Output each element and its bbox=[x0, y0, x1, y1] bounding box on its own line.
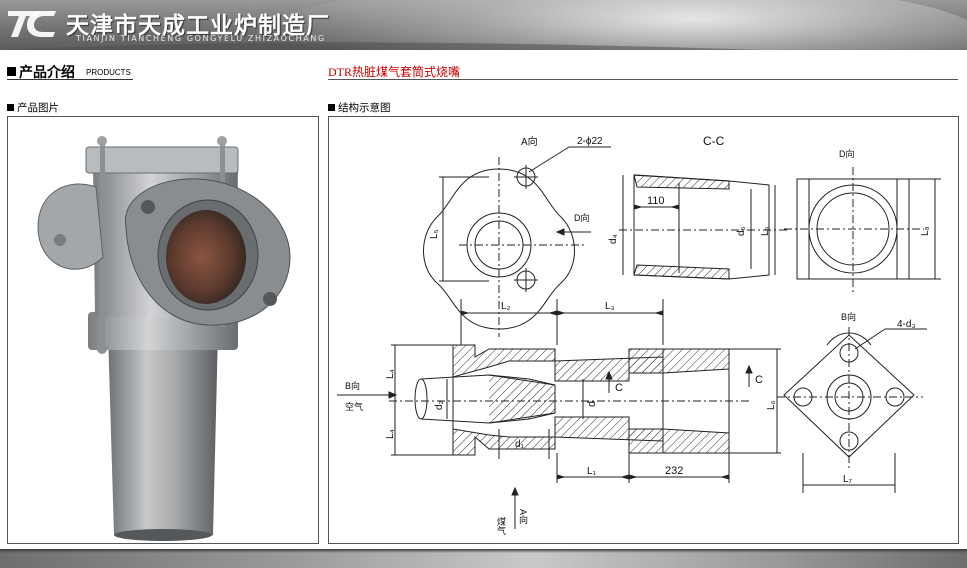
top-flange bbox=[85, 146, 239, 174]
footer-bar bbox=[0, 549, 967, 568]
label-gas: 煤气 bbox=[496, 516, 506, 535]
label-l7: L₇ bbox=[843, 474, 853, 485]
label-view-a: A向 bbox=[521, 135, 538, 148]
header-banner: 天津市天成工业炉制造厂 TIANJIN TIANCHENG GONGYELU Z… bbox=[0, 0, 967, 50]
label-section-cc: C-C bbox=[703, 134, 725, 148]
diagram-panel-label-text: 结构示意图 bbox=[338, 102, 391, 114]
product-photo-frame bbox=[7, 116, 319, 544]
section-title-en: PRODUCTS bbox=[86, 68, 131, 77]
label-l4-bottom: L₄ bbox=[385, 429, 396, 439]
label-l1: L₁ bbox=[587, 466, 597, 477]
company-logo bbox=[8, 11, 56, 37]
label-d2: d₂ bbox=[434, 400, 445, 410]
label-d1: d₁ bbox=[515, 439, 525, 450]
section-title-cn: 产品介绍 bbox=[19, 65, 75, 81]
label-l4-top: L₄ bbox=[385, 369, 396, 379]
label-view-b: B向 bbox=[841, 311, 856, 322]
label-view-a-arrow: A向 bbox=[518, 509, 528, 524]
lower-pipe bbox=[108, 332, 218, 540]
square-bullet-icon bbox=[7, 67, 16, 76]
label-view-b-arrow: B向 bbox=[345, 380, 360, 391]
label-l5: L₅ bbox=[429, 229, 440, 239]
label-air: 空气 bbox=[345, 401, 363, 412]
label-l3: L₃ bbox=[605, 301, 615, 312]
section-heading: 产品介绍 PRODUCTS bbox=[7, 63, 133, 81]
label-dim-110: 110 bbox=[647, 195, 665, 207]
view-d-square bbox=[784, 167, 941, 292]
structure-diagram: A向 2-ϕ22 D向 L₅ C-C 110 d₄ d₅ L₉ bbox=[337, 134, 941, 535]
photo-panel-label: 产品图片 bbox=[7, 100, 59, 115]
product-title: DTR热脏煤气套筒式烧嘴 bbox=[328, 63, 958, 80]
square-bullet-icon bbox=[328, 104, 335, 111]
burner-photo bbox=[37, 136, 291, 541]
label-dim-232: 232 bbox=[665, 465, 683, 477]
label-d: d bbox=[586, 401, 598, 407]
label-l9: L₉ bbox=[760, 226, 771, 236]
label-view-d: D向 bbox=[839, 148, 855, 159]
label-l6: L₆ bbox=[766, 400, 777, 410]
label-d4: d₄ bbox=[608, 234, 619, 244]
header-shine bbox=[260, 0, 967, 50]
side-flange-left bbox=[37, 183, 104, 270]
structure-diagram-frame: A向 2-ϕ22 D向 L₅ C-C 110 d₄ d₅ L₉ bbox=[328, 116, 959, 544]
header-wave bbox=[0, 42, 762, 50]
view-a-flange bbox=[423, 146, 611, 337]
label-view-d-arrow: D向 bbox=[574, 212, 590, 223]
flange-opening bbox=[166, 210, 246, 304]
company-name: 天津市天成工业炉制造厂 bbox=[66, 13, 330, 39]
label-holes-b: 4-d₃ bbox=[897, 319, 916, 330]
company-pinyin: TIANJIN TIANCHENG GONGYELU ZHIZAOCHANG bbox=[76, 34, 326, 43]
label-c-mark-1: C bbox=[615, 382, 623, 394]
label-l8: L₈ bbox=[920, 226, 931, 236]
footer-shadow bbox=[0, 549, 967, 553]
main-section-view bbox=[337, 299, 781, 529]
square-bullet-icon bbox=[7, 104, 14, 111]
label-c-mark-2: C bbox=[755, 374, 763, 386]
view-b-flange bbox=[777, 327, 927, 493]
label-l2: L₂ bbox=[501, 301, 511, 312]
label-d5: d₅ bbox=[736, 226, 747, 236]
photo-panel-label-text: 产品图片 bbox=[17, 102, 59, 114]
section-cc-view bbox=[619, 174, 789, 280]
diagram-panel-label: 结构示意图 bbox=[328, 100, 391, 115]
label-holes-a: 2-ϕ22 bbox=[577, 136, 603, 147]
